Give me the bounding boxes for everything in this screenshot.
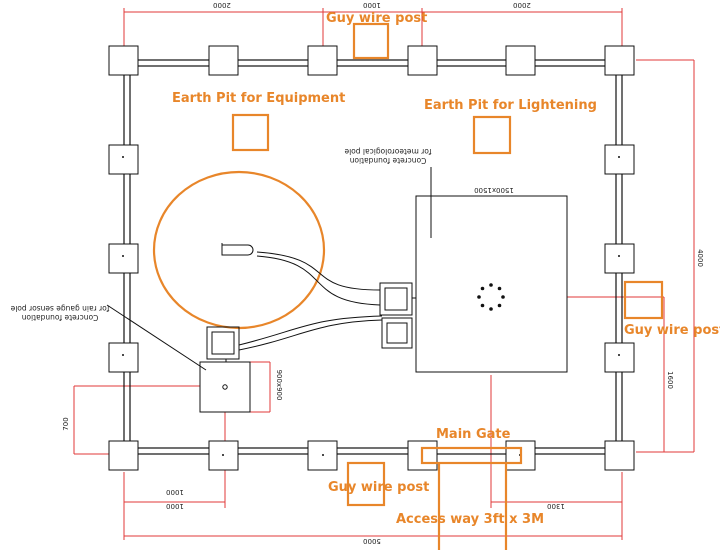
earth-circle: [152, 170, 326, 330]
note-met-pole-line2: for meteorological pole: [344, 147, 431, 156]
label-guy-wire-top: Guy wire post: [326, 11, 427, 26]
dim-right-total: 4000: [696, 249, 704, 267]
met-pole-bolts: [477, 283, 505, 311]
label-access-way: Access way 3ft x 3M: [396, 512, 544, 527]
label-main-gate: Main Gate: [436, 427, 511, 442]
dim-bottom-1000-left: 1000: [166, 502, 184, 510]
junction-box-3: [206, 326, 240, 360]
guy-wire-post-bottom: [346, 461, 386, 507]
label-earth-pit-lightening: Earth Pit for Lightening: [424, 98, 597, 113]
dim-left-700: 700: [62, 417, 70, 430]
note-rain-pole-line2: for rain gauge sensor pole: [10, 304, 109, 313]
dim-top-right: 2000: [513, 1, 531, 9]
fence-outline: [123, 59, 623, 455]
rain-gauge-foundation: [199, 361, 251, 413]
junction-box-1: [379, 282, 413, 316]
label-earth-pit-equipment: Earth Pit for Equipment: [172, 91, 345, 106]
junction-box-2: [381, 317, 413, 349]
label-guy-wire-bottom: Guy wire post: [328, 480, 429, 495]
met-pole-foundation: [415, 195, 568, 373]
fence-post-markers: [122, 156, 620, 456]
fence-posts: [108, 45, 635, 471]
dimension-lines: [73, 8, 695, 540]
earth-pit-equipment: [231, 113, 270, 152]
label-guy-wire-right: Guy wire post: [624, 323, 720, 338]
dim-met-foundation: 1500x1500: [474, 186, 514, 194]
guy-wire-post-top: [352, 22, 390, 60]
dim-bottom-1000-mid: 1000: [166, 488, 184, 496]
main-gate: [420, 446, 523, 465]
dim-right-lower: 1600: [666, 371, 674, 389]
earth-pit-lightening: [472, 115, 512, 155]
dim-top-mid: 1000: [363, 1, 381, 9]
equipment: [106, 167, 568, 413]
dim-bottom-1300: 1300: [547, 502, 565, 510]
note-met-pole-line1: Concrete foundation: [349, 156, 426, 165]
note-rain-pole-line1: Concrete foundation: [21, 313, 98, 322]
dim-rain-foundation: 900x900: [275, 370, 283, 401]
dim-top-left: 2000: [213, 1, 231, 9]
guy-wire-post-right: [623, 280, 664, 320]
dim-bottom-total: 5000: [363, 537, 381, 545]
